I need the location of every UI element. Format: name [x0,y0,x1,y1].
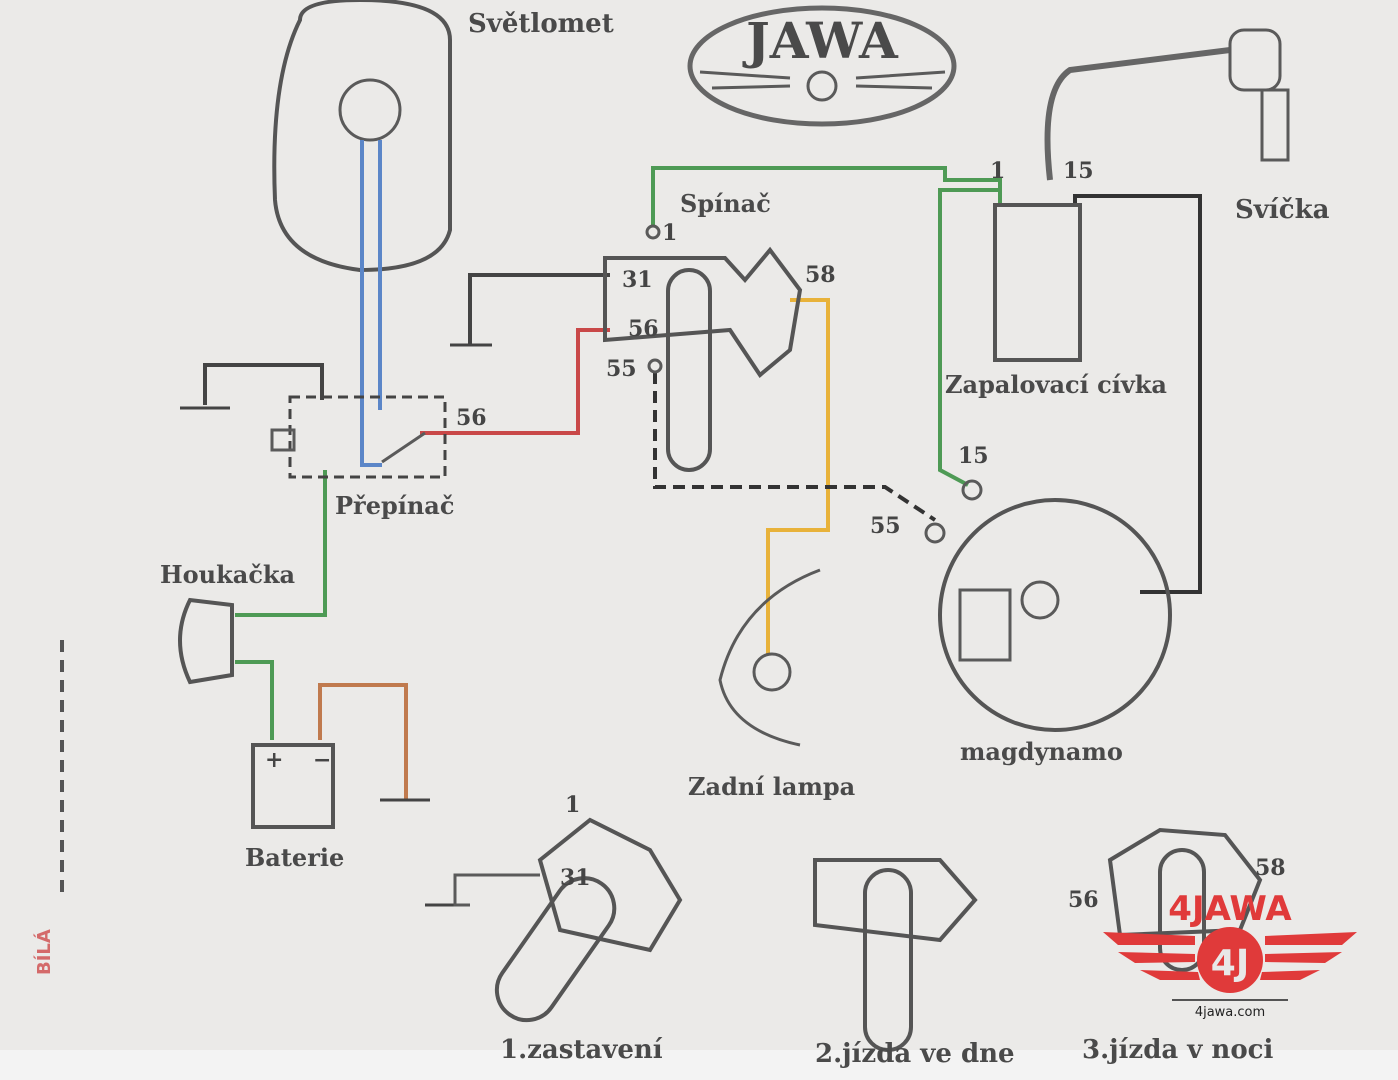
svg-text:56: 56 [628,316,659,342]
svg-text:15: 15 [1063,158,1094,184]
svg-text:Houkačka: Houkačka [160,560,295,589]
rear-lamp: Zadní lampa [688,568,855,801]
svg-text:15: 15 [958,443,989,469]
svg-text:1: 1 [565,792,580,818]
battery: + − Baterie [245,743,344,872]
svg-text:4jawa.com: 4jawa.com [1195,1005,1265,1020]
switch-position-2: 2.jízda ve dne [813,858,1015,1069]
ground-symbols [180,343,492,907]
svg-text:Baterie: Baterie [245,843,344,872]
svg-text:JAWA: JAWA [742,11,899,70]
svg-text:1.zastavení: 1.zastavení [500,1035,663,1065]
svg-text:Zadní lampa: Zadní lampa [688,772,855,801]
svg-text:56: 56 [1068,887,1099,913]
svg-text:1: 1 [990,158,1005,184]
jawa-logo: JAWA [687,5,957,127]
svg-text:4JAWA: 4JAWA [1168,889,1292,929]
svg-text:58: 58 [1255,855,1286,881]
ignition-coil: 1 15 Zapalovací cívka [945,158,1167,399]
svg-text:3.jízda v noci: 3.jízda v noci [1082,1035,1274,1065]
svg-text:1: 1 [662,220,677,246]
4jawa-watermark: 4JAWA 4J 4jawa.com [1103,889,1357,1020]
svg-text:Spínač: Spínač [680,189,771,218]
magdynamo: 15 55 magdynamo [870,443,1172,766]
wires [60,47,1231,900]
svg-text:magdynamo: magdynamo [960,737,1123,766]
ignition-switch: Spínač 1 31 58 56 55 [603,189,836,472]
svg-text:−: − [313,747,331,773]
svg-text:31: 31 [622,267,653,293]
svg-text:Světlomet: Světlomet [468,9,614,39]
svg-text:+: + [265,747,283,773]
svg-text:55: 55 [870,513,901,539]
svg-text:2.jízda ve dne: 2.jízda ve dne [815,1039,1015,1069]
svg-text:Přepínač: Přepínač [335,491,454,520]
svg-text:4J: 4J [1211,943,1249,984]
svg-text:55: 55 [606,356,637,382]
svg-text:58: 58 [805,262,836,288]
svg-text:Zapalovací cívka: Zapalovací cívka [945,370,1167,399]
headlight: Světlomet [272,0,614,273]
switch-position-1: 1 31 1.zastavení [453,792,683,1065]
horn: Houkačka [160,560,295,685]
side-note: BÍLÁ [33,929,55,975]
svg-text:56: 56 [456,405,487,431]
selector-switch: 56 Přepínač [270,395,487,520]
svg-text:Svíčka: Svíčka [1235,195,1330,225]
spark-plug: Svíčka [1228,28,1330,225]
svg-text:31: 31 [560,865,591,891]
